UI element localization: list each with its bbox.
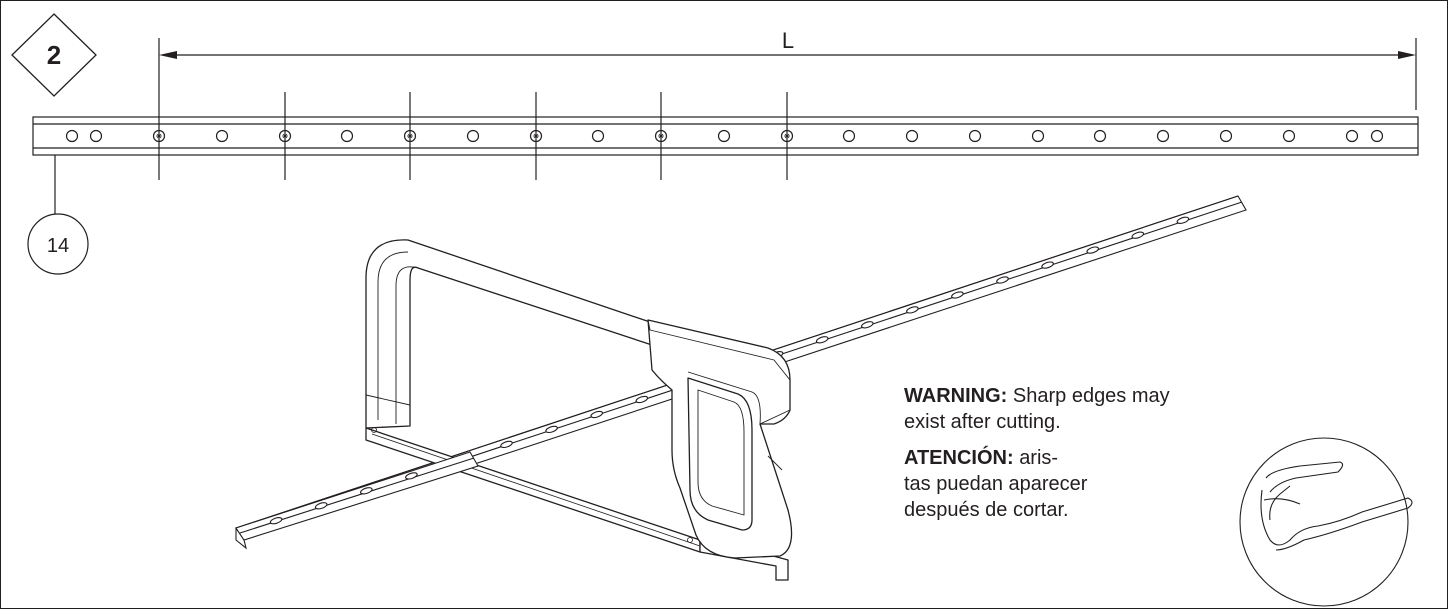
rail-slot (906, 306, 919, 314)
warning-english: WARNING: Sharp edges may exist after cut… (904, 383, 1204, 435)
dimension-line (158, 38, 1417, 112)
rail-hole (340, 129, 354, 143)
rail-hole (591, 129, 605, 143)
rail-hole (717, 129, 731, 143)
atencion-line1: aris- (1019, 447, 1059, 469)
rail-hole (1031, 129, 1045, 143)
part-callout: 14 (27, 155, 89, 275)
rail-slot (635, 395, 649, 404)
hacksaw (365, 239, 793, 581)
atencion-line3: después de cortar. (904, 499, 1069, 521)
rail-slot (860, 321, 874, 329)
rail-slot (815, 336, 829, 344)
safety-glasses-icon (1239, 437, 1413, 607)
rail-hole (466, 129, 480, 143)
step-number: 2 (47, 40, 61, 70)
rail-hole (1345, 129, 1359, 143)
rail-slot (500, 440, 513, 449)
warning-title: WARNING: (904, 385, 1008, 407)
rail-hole (215, 129, 229, 143)
rail-slot (590, 410, 604, 419)
atencion-line2: tas puedan aparecer (904, 473, 1088, 495)
rail-hole (842, 129, 856, 143)
rail-hole (65, 129, 79, 143)
rail-hole (905, 129, 919, 143)
rail-slot (405, 472, 418, 480)
warning-block: WARNING: Sharp edges may exist after cut… (904, 383, 1204, 533)
rail-hole (1370, 129, 1384, 143)
rail-slot (996, 276, 1009, 284)
rail-slot (1086, 246, 1100, 254)
rail-hole (968, 129, 982, 143)
rail-hole (1219, 129, 1233, 143)
atencion-title: ATENCIÓN: (904, 447, 1014, 469)
rail-slot (314, 502, 328, 510)
arrow-right-icon (1398, 51, 1416, 59)
rail-slot (1131, 231, 1145, 239)
rail-slot (359, 487, 373, 495)
rail-top-view (32, 92, 1419, 180)
rail-slot (269, 517, 283, 525)
rail-hole (1282, 129, 1296, 143)
rail-slot (1176, 216, 1190, 224)
rail-hole (1093, 129, 1107, 143)
step-marker: 2 (11, 13, 97, 97)
rail-hole (1156, 129, 1170, 143)
dimension-label: L (782, 28, 794, 53)
part-number: 14 (47, 235, 69, 257)
rail-slot (545, 425, 558, 434)
rail-front-segment (235, 451, 479, 541)
rail-slot (951, 291, 964, 299)
rail-slot (1041, 261, 1054, 269)
warning-text: Sharp edges may exist after cutting. (904, 385, 1170, 433)
rail-hole (89, 129, 103, 143)
warning-spanish: ATENCIÓN: aris- tas puedan aparecer desp… (904, 445, 1204, 523)
arrow-left-icon (159, 51, 177, 59)
